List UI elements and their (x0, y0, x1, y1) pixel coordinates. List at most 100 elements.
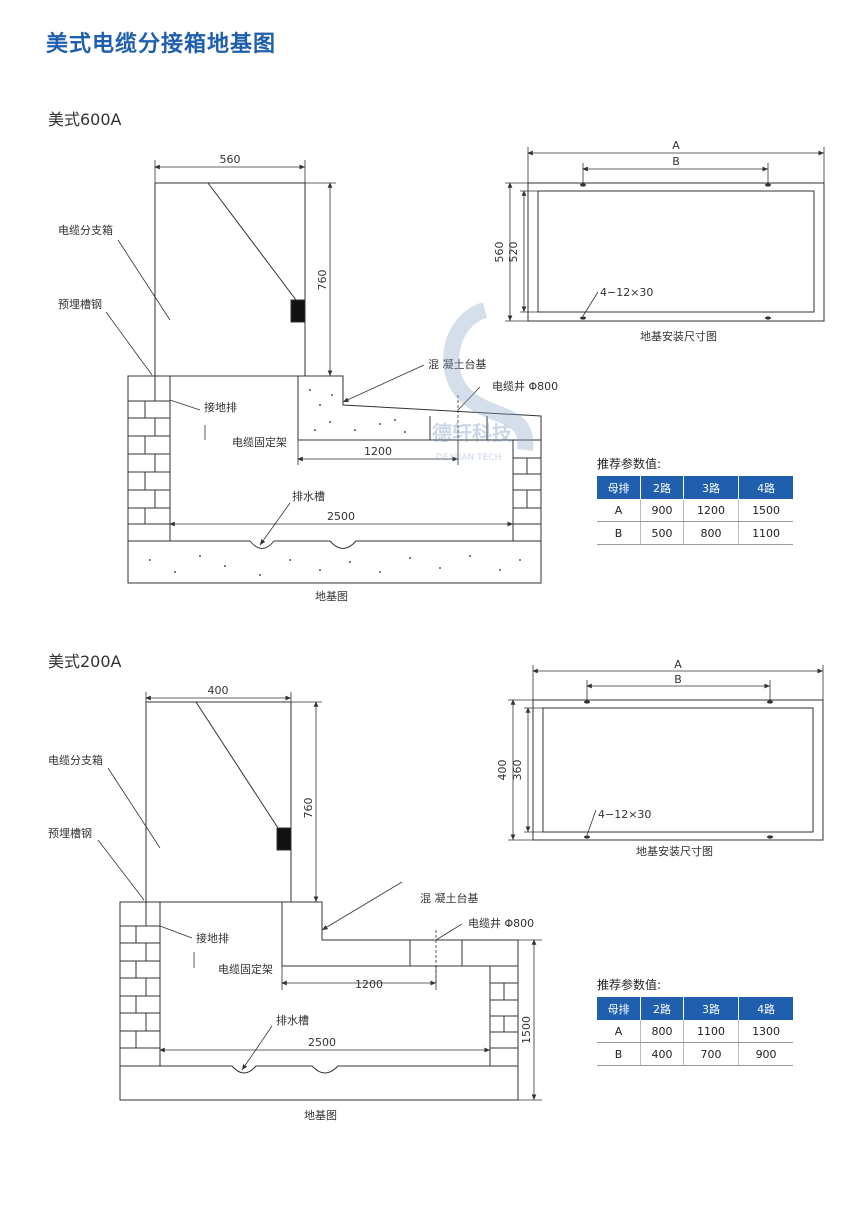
elevation-caption: 地基图 (304, 1109, 337, 1122)
param-cell: B (597, 1042, 642, 1066)
dim-box-height-text: 760 (316, 270, 329, 291)
plan-dims (508, 665, 824, 841)
label-concrete: 混 凝土台基 (420, 891, 479, 905)
diagram-200a: 400 760 1200 25 (0, 640, 850, 1140)
params-200a: 推荐参数值: 母排 2路 3路 4路 A 800 1100 1300 B 400… (597, 976, 793, 1066)
param-header: 母排 (597, 476, 642, 499)
params-header-row: 母排 2路 3路 4路 (597, 476, 793, 499)
param-header: 3路 (683, 997, 740, 1020)
section-title-600a: 美式600A (48, 110, 122, 129)
pit-floor (119, 1065, 519, 1101)
plan-holes (580, 183, 771, 320)
plan-dim-inner: 360 (511, 760, 524, 781)
table-row: A 900 1200 1500 (597, 499, 793, 522)
dim-pit-text: 2500 (308, 1036, 336, 1049)
param-cell: 1100 (683, 1020, 740, 1043)
plan-dim-a: A (674, 658, 682, 671)
plan-dim-b: B (674, 673, 682, 686)
param-cell: A (597, 499, 642, 522)
params-600a: 推荐参数值: 母排 2路 3路 4路 A 900 1200 1500 B 500… (597, 455, 793, 545)
label-ground-bar: 接地排 (204, 400, 237, 414)
label-steel: 预埋槽钢 (58, 298, 102, 311)
dim-pad-text: 1200 (355, 978, 383, 991)
plan-frame (527, 182, 825, 322)
table-row: B 500 800 1100 (597, 521, 793, 545)
dim-pit-text: 2500 (327, 510, 355, 523)
dim-pad (297, 395, 459, 465)
plan-holes-text: 4−12×30 (600, 286, 653, 299)
plan-caption: 地基安装尺寸图 (640, 329, 717, 343)
floor-speckle (149, 555, 521, 576)
dim-pad-text: 1200 (364, 445, 392, 458)
plan-dim-inner: 520 (507, 242, 520, 263)
param-header: 2路 (640, 476, 684, 499)
pit-floor (127, 540, 542, 584)
param-cell: 1200 (683, 499, 740, 522)
dim-pad (281, 930, 437, 990)
plan-caption: 地基安装尺寸图 (636, 844, 713, 858)
params-header-row: 母排 2路 3路 4路 (597, 997, 793, 1020)
param-cell: 800 (640, 1020, 684, 1043)
table-row: A 800 1100 1300 (597, 1020, 793, 1043)
page-title: 美式电缆分接箱地基图 (46, 32, 277, 57)
label-concrete: 混 凝土台基 (428, 357, 487, 371)
dim-box-height-text: 760 (302, 798, 315, 819)
plan-frame (532, 699, 824, 841)
dim-box-width-text: 560 (220, 153, 241, 166)
label-well: 电缆井 Φ800 (468, 916, 534, 930)
plan-holes-text: 4−12×30 (598, 808, 651, 821)
param-header: 母排 (597, 997, 642, 1020)
watermark-text: 德轩科技 (432, 421, 513, 445)
label-box: 电缆分支箱 (48, 753, 103, 767)
cabinet-box (145, 701, 292, 903)
table-row: B 400 700 900 (597, 1042, 793, 1066)
dim-depth-text: 1500 (520, 1016, 533, 1044)
param-cell: 1500 (738, 499, 793, 522)
brick-wall-left (119, 901, 161, 1067)
label-well: 电缆井 Φ800 (492, 379, 558, 393)
section-title-200a: 美式200A (48, 652, 122, 671)
dim-box-width (154, 160, 306, 185)
dim-box-height (291, 701, 322, 902)
param-cell: A (597, 1020, 642, 1043)
param-cell: 700 (683, 1042, 740, 1066)
param-cell: 1100 (738, 521, 793, 545)
params-table: 母排 2路 3路 4路 A 800 1100 1300 B 400 700 90… (597, 997, 793, 1066)
diagram-600a-svg: 560 760 1200 (58, 139, 825, 603)
param-header: 4路 (738, 997, 793, 1020)
leaders (97, 767, 463, 1071)
param-cell: 800 (683, 521, 740, 545)
diagram-600a: 560 760 1200 (58, 139, 825, 603)
cabinet-box (154, 182, 306, 377)
params-title: 推荐参数值: (597, 978, 662, 992)
brick-wall-left (127, 375, 171, 542)
label-drain: 排水槽 (292, 489, 325, 503)
diagram-200a-svg: 400 760 1200 25 (48, 658, 824, 1122)
plan-dims (505, 147, 825, 322)
plan-dim-b: B (672, 155, 680, 168)
label-ground-bar: 接地排 (196, 931, 229, 945)
dim-box-height (305, 182, 336, 376)
watermark-logo: 德轩科技 DEXUAN TECH (430, 300, 550, 470)
watermark-sub: DEXUAN TECH (436, 453, 501, 463)
param-cell: 500 (640, 521, 684, 545)
param-header: 3路 (683, 476, 740, 499)
param-cell: 1300 (738, 1020, 793, 1043)
elevation-caption: 地基图 (315, 590, 348, 603)
label-bracket: 电缆固定架 (232, 435, 287, 449)
plan-dim-a: A (672, 139, 680, 152)
dim-box-width-text: 400 (208, 684, 229, 697)
label-drain: 排水槽 (276, 1013, 309, 1027)
label-steel: 预埋槽钢 (48, 827, 92, 840)
plan-dim-outer: 400 (496, 760, 509, 781)
param-header: 2路 (640, 997, 684, 1020)
leaders (105, 239, 481, 546)
param-header: 4路 (738, 476, 793, 499)
param-cell: 400 (640, 1042, 684, 1066)
plan-dim-outer: 560 (493, 242, 506, 263)
concrete-speckle (309, 389, 406, 433)
label-box: 电缆分支箱 (58, 223, 113, 237)
brick-wall-right (489, 965, 519, 1067)
concrete-pad (281, 901, 519, 967)
param-cell: 900 (640, 499, 684, 522)
